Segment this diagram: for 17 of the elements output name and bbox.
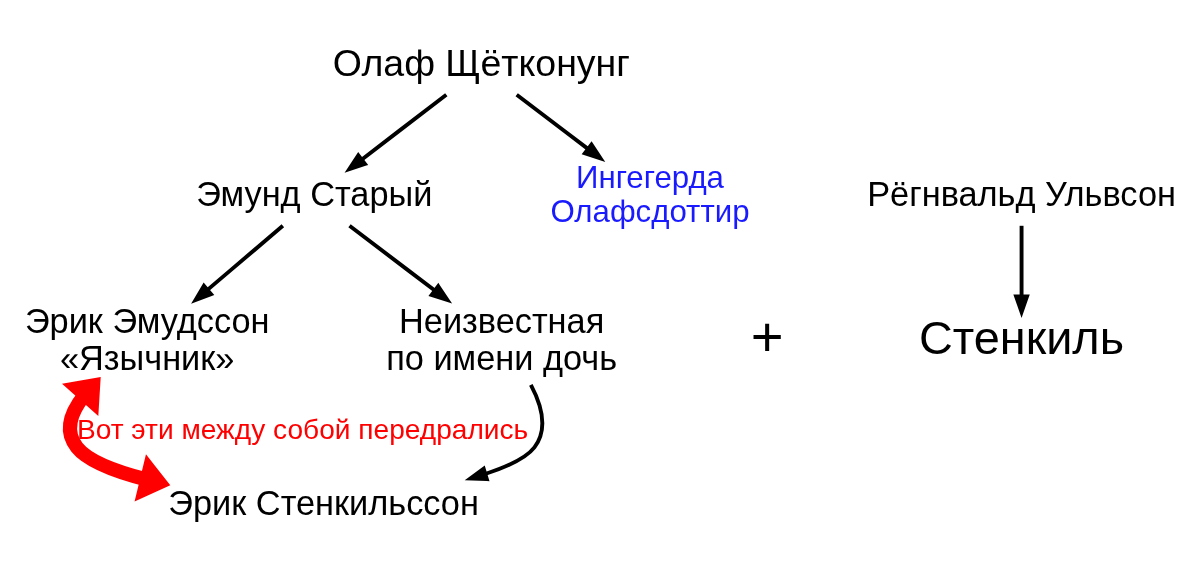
arrow [62,376,171,502]
edge-label: Вот эти между собой передрались [76,413,529,445]
arrow [348,223,453,304]
arrow [1013,225,1030,318]
arrow [191,223,285,304]
node-text: Неизвестная по имени дочь [386,301,618,377]
node-text: Ингегерда Олафсдоттир [550,159,750,229]
arrow [515,92,606,162]
label: + [750,304,784,368]
node-text: Олаф Щётконунг [332,41,630,84]
node-text: Эмунд Старый [196,174,433,213]
arrow [344,92,448,173]
node-text: Рёгнвальд Ульвсон [867,174,1176,213]
node-text: Эрик Эмудссон «Язычник» [24,301,270,377]
arrow [464,383,545,481]
node-text: Стенкиль [919,311,1125,364]
node-text: Эрик Стенкильссон [168,483,479,522]
